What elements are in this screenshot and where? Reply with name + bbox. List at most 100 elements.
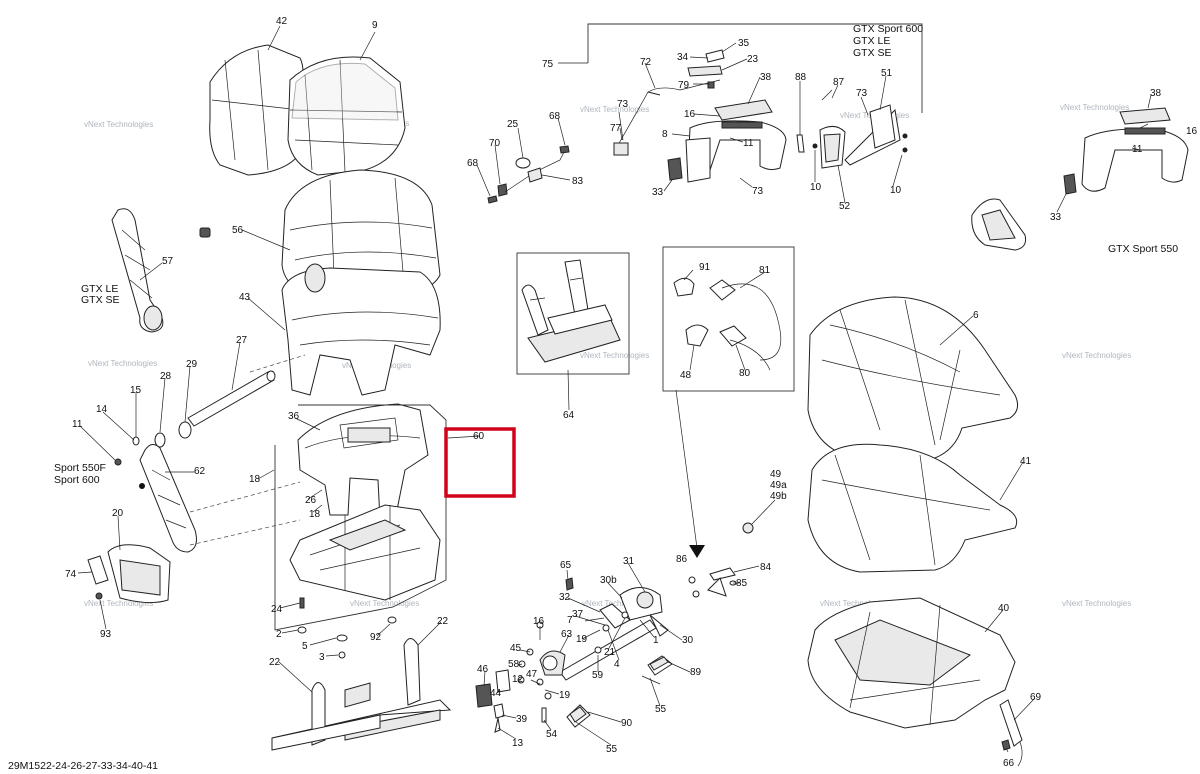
callout: 19	[559, 690, 571, 701]
callout: 24	[271, 604, 283, 615]
callout: 55	[655, 704, 667, 715]
callout: 7	[567, 615, 573, 626]
callout: 81	[759, 265, 771, 276]
model-label: GTX SE	[81, 294, 120, 306]
callout: 73	[752, 186, 764, 197]
callout: 39	[516, 714, 528, 725]
callout: 16	[684, 109, 696, 120]
callout: 18	[249, 474, 261, 485]
seat-back-assembly	[281, 169, 441, 396]
callout: 47	[526, 669, 538, 680]
lever-62	[139, 444, 197, 553]
callout: 45	[510, 643, 522, 654]
callout: 11	[1132, 144, 1143, 155]
callout: 30b	[600, 575, 617, 586]
callout: 31	[623, 556, 635, 567]
assembly-box-left	[274, 404, 447, 631]
latch-mechanism	[517, 577, 669, 700]
watermark: vNext Technologies	[580, 351, 649, 360]
callout: 68	[467, 158, 479, 169]
callout: 68	[549, 111, 561, 122]
callout: 51	[881, 68, 893, 79]
callout: 32	[559, 592, 571, 603]
handle-assembly	[587, 23, 923, 183]
callout: 20	[112, 508, 124, 519]
callout: 13	[512, 738, 524, 749]
hardware-86	[688, 567, 737, 598]
highlight-box-60[interactable]	[444, 427, 516, 498]
watermark: vNext Technologies	[580, 105, 649, 114]
arrow-86	[689, 545, 705, 558]
callout: 49a	[770, 480, 787, 491]
watermark: vNext Technologies	[1060, 103, 1129, 112]
callout: 42	[276, 16, 288, 27]
bolt-11	[114, 458, 122, 466]
callout: 19	[576, 634, 588, 645]
callout: 38	[1150, 88, 1162, 99]
callout: 26	[305, 495, 317, 506]
callout: 38	[760, 72, 772, 83]
callout: 11	[72, 419, 83, 430]
small-clip	[199, 227, 211, 238]
callout: 59	[592, 670, 604, 681]
model-label: GTX Sport 550	[1108, 243, 1178, 255]
callout: 88	[795, 72, 807, 83]
callout: 8	[662, 129, 668, 140]
backrest-covers	[209, 44, 406, 176]
callout: 86	[676, 554, 688, 565]
callout: 54	[546, 729, 558, 740]
callout: 22	[269, 657, 281, 668]
watermark: vNext Technologies	[1062, 351, 1131, 360]
model-label: Sport 550F	[54, 462, 106, 474]
callout: 93	[100, 629, 112, 640]
callout: 16	[1186, 126, 1198, 137]
callout: 16	[533, 616, 545, 627]
callout: 77	[610, 123, 622, 134]
callout: 6	[973, 310, 979, 321]
watermark: vNext Technologies	[84, 599, 153, 608]
callout: 36	[288, 411, 300, 422]
callout: 4	[614, 659, 620, 670]
callout: 15	[130, 385, 142, 396]
callout: 66	[1003, 758, 1015, 769]
callout: 84	[760, 562, 772, 573]
alignment-lines	[189, 354, 306, 546]
callout: 46	[477, 664, 489, 675]
watermark: vNext Technologies	[820, 599, 889, 608]
callout: 28	[160, 371, 172, 382]
callout: 21	[604, 647, 616, 658]
callout: 5	[302, 641, 308, 652]
handle-hardware-right	[796, 89, 908, 169]
model-label: Sport 600	[54, 474, 100, 486]
washer-28	[154, 432, 166, 448]
callout: 75	[542, 59, 554, 70]
model-labels: GTX Sport 600 GTX LE GTX SE GTX Sport 55…	[54, 23, 1178, 486]
cable-inset-81	[662, 246, 795, 392]
part-49	[742, 522, 754, 534]
callout: 60	[473, 431, 485, 442]
callout: 70	[489, 138, 501, 149]
hardware-lower-left	[297, 597, 397, 659]
callout: 49b	[770, 491, 787, 502]
callout: 73	[617, 99, 629, 110]
callout: 35	[738, 38, 750, 49]
callout: 64	[563, 410, 575, 421]
callout: 29	[186, 359, 198, 370]
bracket-inset-64	[516, 252, 630, 375]
callout: 49	[770, 469, 782, 480]
callout: 57	[162, 256, 174, 267]
callout: 25	[507, 119, 519, 130]
callout: 2	[276, 629, 282, 640]
watermark: vNext Technologies	[88, 359, 157, 368]
leader-line-86	[675, 389, 698, 549]
callout: 37	[572, 609, 584, 620]
callout: 41	[1020, 456, 1032, 467]
callout: 72	[640, 57, 652, 68]
callout: 87	[833, 77, 845, 88]
callout: 3	[319, 652, 325, 663]
watermark: vNext Technologies	[84, 120, 153, 129]
washer-29	[178, 421, 192, 439]
leader-lines	[77, 25, 1152, 753]
callout: 85	[736, 578, 748, 589]
callout: 33	[652, 187, 664, 198]
